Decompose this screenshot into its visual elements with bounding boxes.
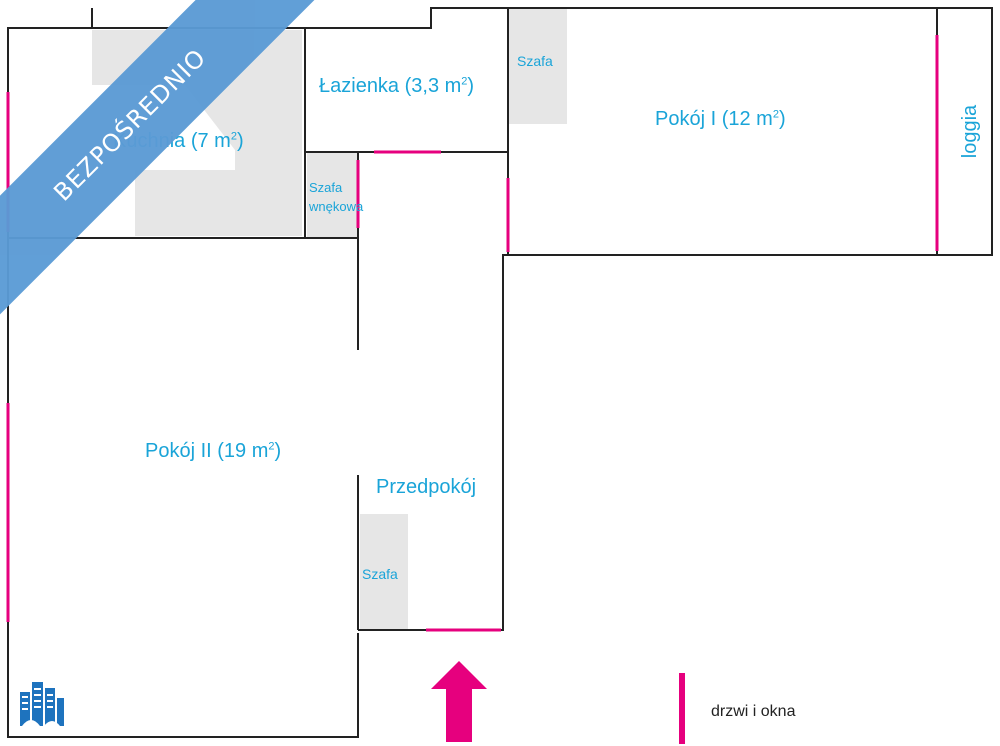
label-lazienka: Łazienka (3,3 m2): [319, 75, 475, 97]
wardrobe-recess: [307, 153, 357, 237]
label-szafa-top: Szafa: [517, 53, 553, 69]
label-loggia: loggia: [959, 104, 982, 159]
doors-and-windows: [6, 35, 939, 744]
wardrobe-top: [509, 8, 567, 124]
label-pokoj2: Pokój II (19 m2): [145, 440, 282, 462]
label-szafa-wnekowa: Szafa wnękowa: [309, 180, 364, 214]
wardrobe-hall: [360, 514, 408, 630]
entrance-arrow-icon: [431, 661, 487, 742]
building-logo-icon: [20, 682, 64, 726]
label-przedpokoj: Przedpokój: [376, 476, 477, 498]
label-pokoj1: Pokój I (12 m2): [655, 108, 786, 130]
legend-label: drzwi i okna: [711, 703, 796, 720]
label-szafa-hall: Szafa: [362, 566, 398, 582]
